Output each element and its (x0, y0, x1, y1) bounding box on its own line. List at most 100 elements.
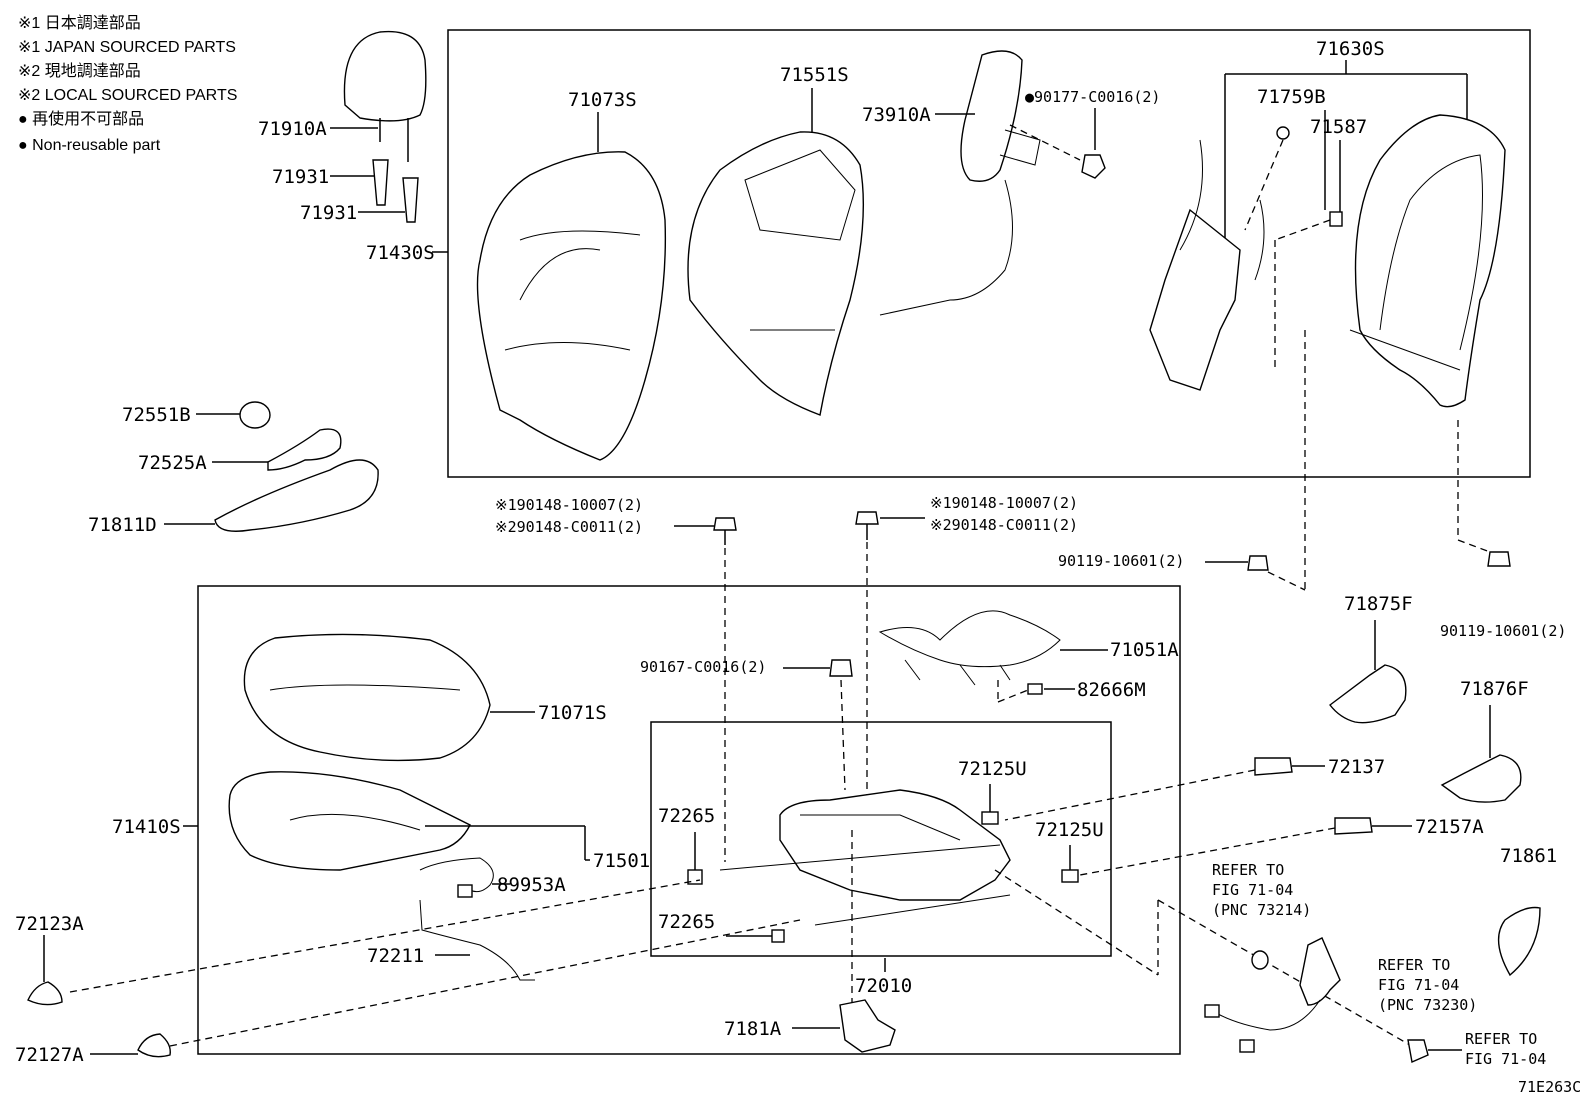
refer1-line3: (PNC 73214) (1212, 901, 1311, 919)
bolt-90119a-illustration (1247, 555, 1269, 571)
bolt-90167 (829, 659, 853, 677)
label-290148b: ※290148-C0011(2) (930, 516, 1078, 534)
label-72137: 72137 (1328, 756, 1385, 778)
label-73910A: 73910A (862, 104, 931, 126)
label-71876F: 71876F (1460, 678, 1529, 700)
refer2-line2: FIG 71-04 (1378, 976, 1459, 994)
label-71430S: 71430S (366, 242, 435, 264)
side-cover-71875F-illustration (1329, 664, 1407, 724)
label-71051A: 71051A (1110, 639, 1179, 661)
label-72125Ua: 72125U (958, 758, 1027, 780)
label-71073S: 71073S (568, 89, 637, 111)
dash-90119a (1267, 571, 1306, 591)
note-nonreusable-jp: ● 再使用不可部品 (18, 110, 144, 128)
label-72525A: 72525A (138, 452, 207, 474)
label-71071S: 71071S (538, 702, 607, 724)
label-71931a: 71931 (272, 166, 329, 188)
lumbar-bracket-illustration (1149, 126, 1343, 391)
label-190148b: ※190148-10007(2) (930, 494, 1078, 512)
seatback-cover-illustration (476, 151, 667, 461)
seatbelt-buckle-illustration (1204, 937, 1341, 1053)
label-72010: 72010 (855, 975, 912, 997)
seat-adjuster-illustration (719, 789, 1011, 926)
dash-72123A (69, 879, 701, 993)
dash-72157A (1079, 827, 1336, 876)
refer3-line2: FIG 71-04 (1465, 1050, 1546, 1068)
legend-notes: ※1 日本調達部品 ※1 JAPAN SOURCED PARTS ※2 現地調達… (18, 14, 237, 154)
dash-72127A (169, 919, 801, 1047)
dash-belt-nut (1157, 899, 1411, 1046)
label-71410S: 71410S (112, 816, 181, 838)
part-72123A (27, 981, 63, 1006)
part-72127A (137, 1033, 171, 1058)
dash-90167 (840, 679, 846, 791)
cushion-cover-illustration (243, 633, 491, 762)
label-71910A: 71910A (258, 118, 327, 140)
clip-72125Ub (1061, 869, 1079, 883)
adjuster-sub-box (650, 721, 1112, 957)
seatback-frame-illustration (1349, 114, 1506, 408)
label-290148a: ※290148-C0011(2) (495, 518, 643, 536)
bolt-right-illustration (855, 511, 879, 540)
dash-90177 (1009, 124, 1081, 161)
dash-72137 (1004, 769, 1256, 821)
label-190148a: ※190148-10007(2) (495, 496, 643, 514)
label-72551B: 72551B (122, 404, 191, 426)
part-7181A (839, 999, 896, 1053)
bolt-90119b-illustration (1487, 551, 1511, 567)
headrest-illustration (343, 30, 427, 223)
cushion-pad-illustration (228, 771, 471, 871)
refer2-line1: REFER TO (1378, 956, 1450, 974)
dash-82666M-b (997, 689, 1029, 703)
part-72137 (1254, 757, 1293, 776)
label-90119b: 90119-10601(2) (1440, 622, 1566, 640)
cushion-assembly-box (197, 585, 1181, 1055)
label-7181A: 7181A (724, 1018, 782, 1040)
refer1-line1: REFER TO (1212, 861, 1284, 879)
label-71931b: 71931 (300, 202, 357, 224)
dash-90119b-b (1457, 539, 1491, 553)
label-71630S: 71630S (1316, 38, 1385, 60)
part-82666M (1027, 683, 1043, 695)
label-71861: 71861 (1500, 845, 1557, 867)
side-airbag-illustration (879, 50, 1041, 316)
nut-90177 (1081, 154, 1106, 179)
note-nonreusable-en: ● Non-reusable part (18, 137, 161, 154)
label-72127A: 72127A (15, 1044, 84, 1066)
sensor-harness-illustration (419, 857, 494, 898)
refer2-line3: (PNC 73230) (1378, 996, 1477, 1014)
label-90119a: 90119-10601(2) (1058, 552, 1184, 570)
refer3-line1: REFER TO (1465, 1030, 1537, 1048)
label-72125Ub: 72125U (1035, 819, 1104, 841)
harness-71051A-illustration (878, 610, 1061, 686)
wire-72211-illustration (419, 899, 535, 981)
label-72211: 72211 (367, 945, 424, 967)
refer1-line2: FIG 71-04 (1212, 881, 1293, 899)
dash-71759B (1244, 139, 1284, 231)
bolt-left-illustration (713, 517, 737, 545)
label-82666M: 82666M (1077, 679, 1146, 701)
part-72157A (1334, 817, 1373, 835)
note-local-en: ※2 LOCAL SOURCED PARTS (18, 87, 237, 104)
side-cover-71876F-illustration (1440, 754, 1522, 803)
label-71759B: 71759B (1257, 86, 1326, 108)
label-90167: 90167-C0016(2) (640, 658, 766, 676)
label-90177: ●90177-C0016(2) (1025, 88, 1160, 106)
label-71551S: 71551S (780, 64, 849, 86)
label-71811D: 71811D (88, 514, 157, 536)
part-labels: 71910A 71931 71931 71430S 71073S 71551S … (15, 38, 1581, 1096)
note-local-jp: ※2 現地調達部品 (18, 62, 141, 80)
seatback-pad-illustration (687, 131, 865, 416)
note-japan-jp: ※1 日本調達部品 (18, 14, 141, 32)
label-71501: 71501 (593, 850, 650, 872)
label-72123A: 72123A (15, 913, 84, 935)
dash-71587 (1274, 219, 1331, 241)
label-72265b: 72265 (658, 911, 715, 933)
trim-71861-illustration (1497, 906, 1541, 977)
label-72157A: 72157A (1415, 816, 1484, 838)
seatback-assembly-box (447, 29, 1531, 478)
label-72265a: 72265 (658, 805, 715, 827)
recliner-knob-illustration (214, 401, 379, 532)
clip-72265b (771, 929, 785, 943)
